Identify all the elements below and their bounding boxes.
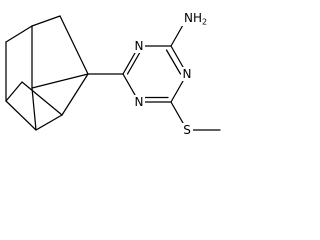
atom-label-n-bottom: N — [135, 95, 144, 109]
structure-diagram: N N N NH 2 S — [0, 0, 236, 156]
triazine-ring — [122, 45, 188, 103]
bond — [31, 73, 89, 89]
atom-label-sulfur: S — [183, 123, 191, 137]
bond — [165, 49, 182, 75]
bond — [5, 25, 33, 43]
bond — [5, 81, 23, 102]
atom-mask — [133, 95, 145, 109]
bond — [31, 87, 37, 131]
amine-subscript: 2 — [202, 18, 207, 27]
molecule-drawing: N N N NH 2 S — [5, 10, 221, 137]
atom-mask — [181, 123, 193, 137]
atom-label-amine: NH — [184, 11, 202, 25]
bond — [31, 15, 61, 27]
atom-label-n-top: N — [135, 39, 144, 53]
bond — [5, 100, 37, 131]
atom-mask — [133, 39, 145, 53]
bond — [35, 114, 63, 131]
atom-label-n-right: N — [183, 67, 192, 81]
bond — [59, 15, 89, 75]
adamantane-cage — [5, 15, 89, 131]
bond — [61, 73, 89, 116]
atom-mask — [181, 67, 193, 81]
bond — [21, 81, 63, 116]
atom-mask — [178, 10, 208, 26]
bond — [126, 49, 142, 75]
